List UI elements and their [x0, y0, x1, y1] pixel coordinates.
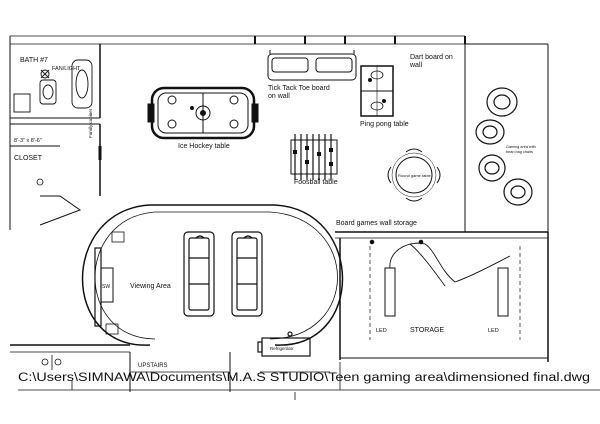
foosball-label: Foosball table: [294, 179, 338, 186]
file-path: C:\Users\SIMNAWA\Documents\M.A.S STUDIO\…: [18, 372, 590, 384]
bath-label: BATH #7: [20, 57, 48, 64]
refrigerator: [257, 331, 311, 357]
foosball-table: [290, 134, 338, 180]
led-left-label: LED: [376, 328, 387, 334]
gaming-area-label-2: bean bag chairs: [506, 150, 533, 154]
sofa-left: [183, 231, 215, 317]
ice-hockey-label: Ice Hockey table: [178, 143, 230, 150]
ice-hockey-table: [147, 86, 259, 140]
ping-pong-table: [360, 65, 394, 117]
bath-fixtures: [13, 59, 93, 113]
dims-label: 8'-3" x 8'-6": [14, 138, 42, 144]
gaming-area-label-1: Gaming area with: [506, 145, 536, 149]
dart-board-label-1: Dart board on: [410, 54, 453, 61]
walls: [9, 35, 600, 392]
fan-light-label: FAN/LIGHT: [52, 66, 81, 72]
closet-label: CLOSET: [14, 155, 43, 162]
dart-board-label-2: wall: [409, 62, 423, 69]
tick-tack-toe-board: [267, 50, 357, 81]
storage-label: STORAGE: [410, 327, 444, 334]
round-table-label: Round game table: [398, 173, 431, 178]
upstairs-label: UPSTAIRS: [138, 363, 168, 369]
upstairs-detail: [130, 362, 341, 400]
sofa-right: [231, 231, 263, 317]
storage-room: [369, 239, 521, 340]
bean-bag-chairs: [475, 87, 533, 206]
board-games-label: Board games wall storage: [336, 220, 417, 227]
closet-symbols: [36, 178, 73, 390]
refrigerator-label: Refrigerator: [270, 346, 294, 351]
viewing-area: [81, 204, 344, 346]
family-cabinet-label: Family cabinet: [88, 108, 93, 138]
ping-pong-label: Ping pong table: [360, 121, 409, 128]
round-game-table: [387, 148, 441, 202]
tv-label: SW: [102, 284, 110, 290]
led-right-label: LED: [488, 328, 499, 334]
tick-tack-toe-label-1: Tick Tack Toe board: [268, 85, 330, 92]
tick-tack-toe-label-2: on wall: [268, 93, 290, 100]
viewing-area-label: Viewing Area: [130, 283, 171, 290]
